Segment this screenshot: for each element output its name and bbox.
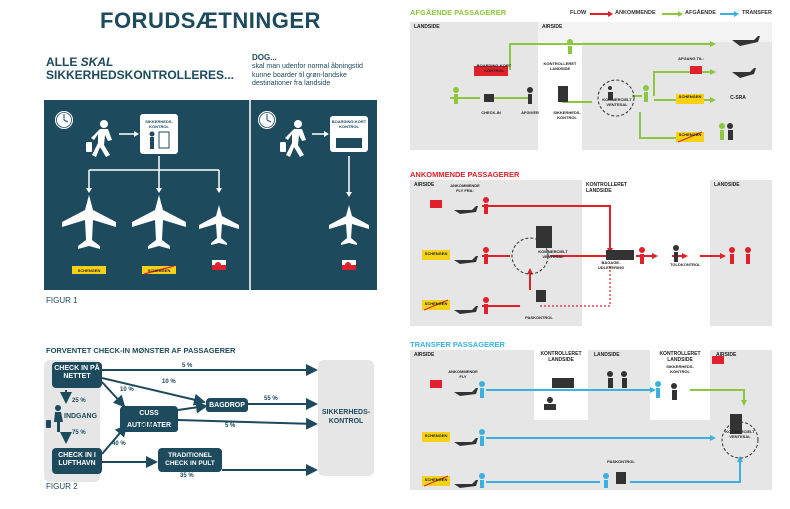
- arriving-flights-label: ANKOMMENDE FLY: [448, 369, 478, 379]
- boarding-control-label: BOARDING-KORT KONTROL: [476, 63, 512, 73]
- afgiver-label: AFGIVER: [521, 110, 539, 115]
- passenger-icon: [483, 197, 751, 314]
- checkin-label: CHECK-IN: [481, 110, 501, 115]
- figure-1-panel: [44, 100, 377, 290]
- figure-2-label: FIGUR 2: [46, 482, 78, 491]
- airplane-icon: [732, 36, 760, 78]
- pct-label: 25 %: [72, 398, 86, 404]
- security-officer-icon: [149, 131, 170, 149]
- airplane-icon: [454, 206, 478, 314]
- checkin-net-node: CHECK IN PÅ NETTET: [52, 363, 102, 381]
- heading-emphasis: SKAL: [80, 55, 114, 69]
- pct-label: 5 %: [225, 423, 236, 429]
- section-heading: ALLE SKAL SIKKERHEDSKONTROLLERES...: [46, 56, 234, 82]
- airplane-icon: [329, 205, 369, 245]
- legend-transfer: TRANSFER: [742, 10, 772, 16]
- csra-label: C-SRA: [730, 95, 746, 101]
- passport-control-label: PASKONTROL: [525, 315, 553, 320]
- note-block: DOG... skal man udenfor normal åbningsti…: [252, 53, 382, 89]
- schengen-tag-crossed: SCHENGEN: [147, 268, 171, 273]
- zone-airside: AIRSIDE: [542, 24, 563, 30]
- clock-icon: [55, 111, 73, 129]
- greenland-flag-icon: [212, 260, 226, 270]
- service-icon: [544, 371, 742, 484]
- departing-title: AFGÅENDE PASSAGERER: [410, 8, 507, 17]
- indgang-label: INDGANG: [64, 413, 98, 420]
- zone-airside: AIRSIDE: [414, 182, 435, 188]
- clock-icon: [258, 111, 276, 129]
- heading-prefix: ALLE: [46, 55, 81, 69]
- traditional-checkin-node: TRADITIONEL CHECK IN PULT: [158, 449, 222, 468]
- zone-controlled: KONTROLLERET LANDSIDE: [540, 351, 582, 363]
- pct-label: 55 %: [264, 396, 278, 402]
- security-control-label: SIKKERHEDS-KONTROL: [666, 364, 694, 374]
- heading-suffix: SIKKERHEDSKONTROLLERES...: [46, 68, 235, 82]
- arriving-diagram: [410, 180, 772, 326]
- security-control-label: SIKKERHEDS-KONTROL: [145, 119, 173, 129]
- security-control-label: SIKKERHEDS-KONTROL: [553, 110, 581, 120]
- legend-flow: FLOW: [570, 10, 587, 16]
- arriving-flights-label: ANKOMMENDE FLY FRA:: [450, 183, 480, 193]
- legend-arrows: [590, 11, 739, 17]
- arriving-title: ANKOMMENDE PASSAGERER: [410, 170, 520, 179]
- departing-diagram: [410, 22, 772, 150]
- passenger-icon: [46, 405, 63, 432]
- note-text: skal man udenfor normal åbningstid kunne…: [252, 63, 363, 88]
- note-title: DOG...: [252, 53, 277, 62]
- passenger-icon: [453, 39, 725, 140]
- pct-label: 35 %: [180, 473, 194, 479]
- schengen-tag: SCHENGEN: [678, 94, 702, 99]
- zone-controlled: KONTROLLERET LANDSIDE: [543, 61, 577, 71]
- airplane-icon: [454, 388, 478, 488]
- schengen-tag-crossed: SCHENGEN: [678, 132, 702, 137]
- figure-2-title: FORVENTET CHECK-IN MØNSTER AF PASSAGERER: [46, 346, 236, 355]
- zone-landside: LANDSIDE: [714, 182, 740, 188]
- page-title: FORUDSÆTNINGER: [100, 8, 321, 33]
- commercial-lounge-label: KOMMERCIELT VENTESAL: [538, 249, 568, 259]
- legend-ankommende: ANKOMMENDE: [615, 10, 656, 16]
- airplane-icon: [62, 195, 116, 249]
- pct-label: 10 %: [162, 379, 176, 385]
- cuss-node: CUSS AUTOMATER: [120, 408, 178, 432]
- schengen-tag: SCHENGEN: [77, 268, 101, 273]
- customs-label: TOLDKONTROL: [670, 262, 701, 267]
- legend-afgaaende: AFGÅENDE: [685, 10, 716, 16]
- zone-airside: AIRSIDE: [716, 352, 737, 358]
- pct-label: 10 %: [120, 387, 134, 393]
- schengen-tag: SCHENGEN: [424, 433, 448, 438]
- baggage-claim-label: BAGAGE-UDLEVERING: [597, 260, 625, 270]
- passenger-icon: [280, 120, 306, 157]
- pct-label: 75 %: [72, 430, 86, 436]
- afgang-label: AFGANG TIL:: [678, 56, 704, 61]
- greenland-flag-icon: [342, 260, 356, 270]
- bagdrop-node: BAGDROP: [206, 400, 248, 412]
- airplane-icon: [199, 205, 239, 245]
- schengen-tag-crossed: SCHENGEN: [424, 477, 448, 482]
- security-node: SIKKERHEDS-KONTROL: [321, 409, 371, 425]
- transfer-title: TRANSFER PASSAGERER: [410, 340, 505, 349]
- pct-label: 40 %: [112, 441, 126, 447]
- pct-label: 5 %: [182, 363, 193, 369]
- zone-landside: LANDSIDE: [594, 352, 620, 358]
- boarding-control-label: BOARDING-KORT KONTROL: [331, 119, 367, 129]
- commercial-lounge-label: KOMMERCIELT VENTESAL: [602, 97, 632, 107]
- passenger-icon: [479, 381, 661, 488]
- checkin-airport-node: CHECK IN I LUFTHAVN: [52, 450, 102, 468]
- pct-label: 50 %: [140, 423, 154, 429]
- commercial-lounge-label: KOMMERCIELT VENTESAL: [725, 429, 755, 439]
- service-icon: [536, 226, 679, 302]
- passenger-icon: [86, 120, 112, 157]
- passport-control-label: PASKONTROL: [607, 459, 635, 464]
- zone-controlled: KONTROLLERET LANDSIDE: [659, 351, 701, 363]
- transfer-diagram: [410, 350, 772, 490]
- schengen-tag: SCHENGEN: [424, 251, 448, 256]
- zone-landside: LANDSIDE: [414, 24, 440, 30]
- zone-airside: AIRSIDE: [414, 352, 435, 358]
- schengen-tag-crossed: SCHENGEN: [424, 301, 448, 306]
- service-icon: [484, 86, 733, 140]
- figure-1-label: FIGUR 1: [46, 296, 78, 305]
- zone-controlled: KONTROLLERET LANDSIDE: [586, 182, 628, 194]
- airplane-icon: [132, 195, 186, 249]
